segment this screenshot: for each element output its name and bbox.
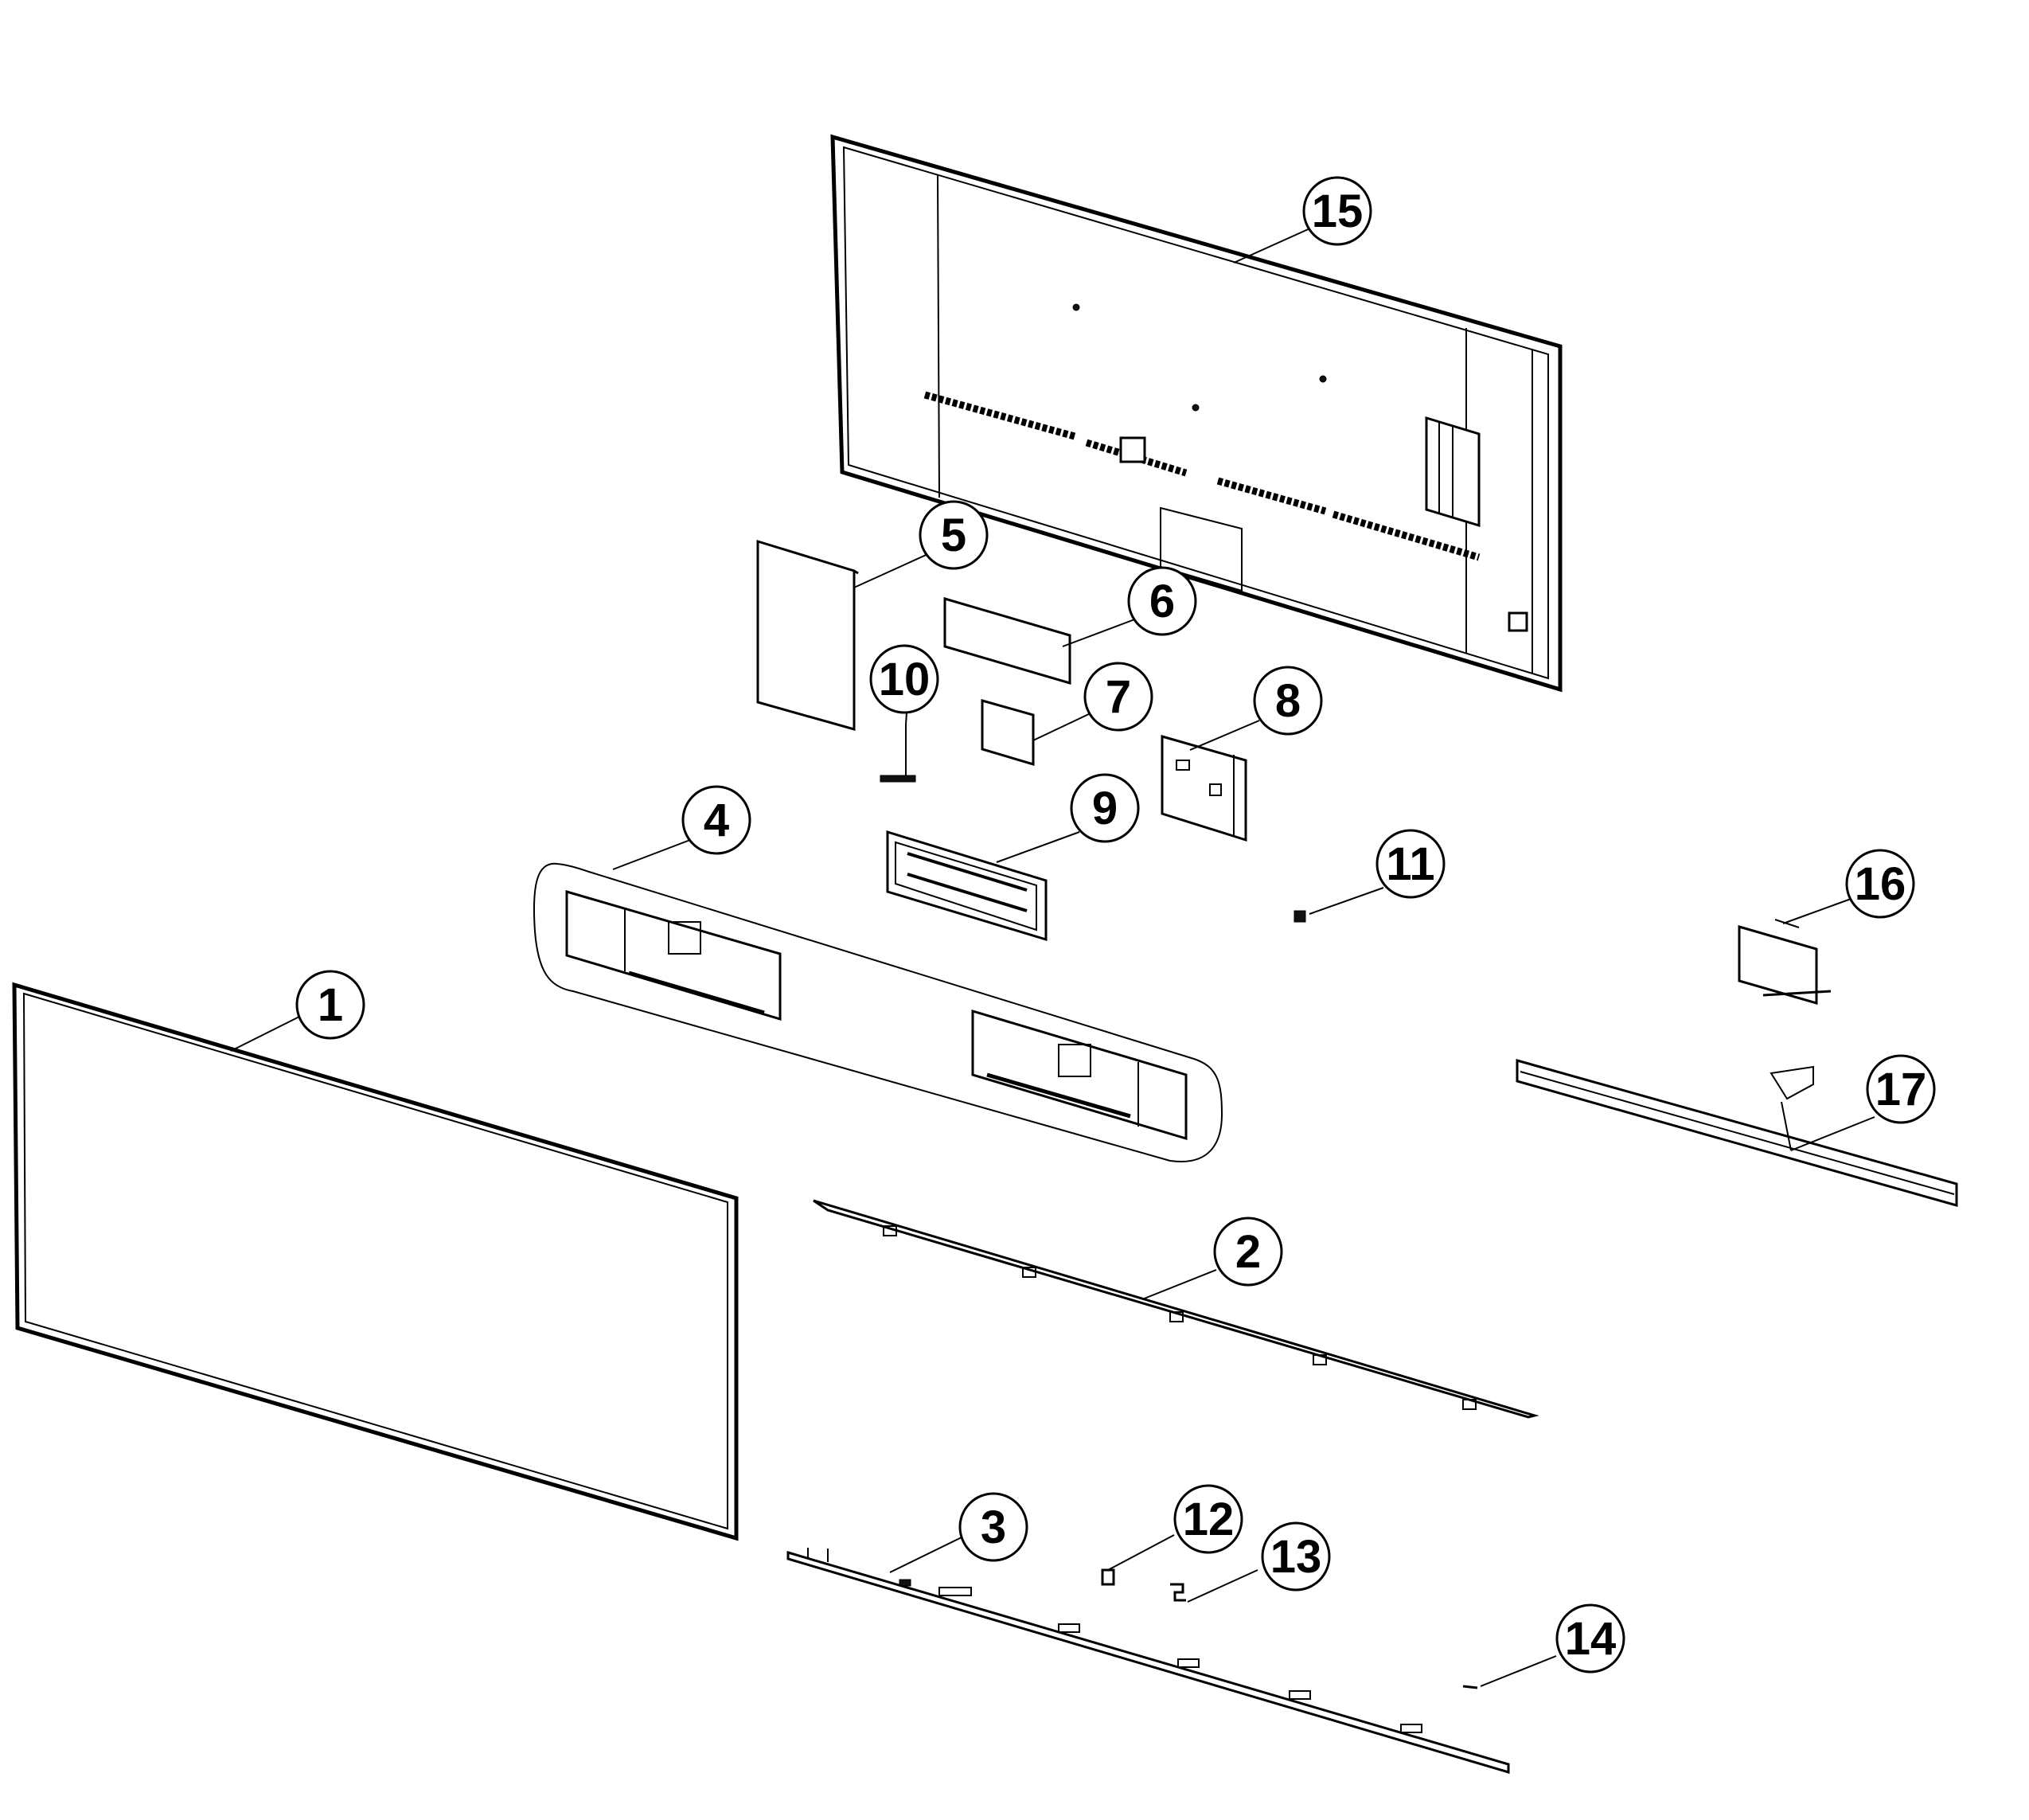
callout-11-label: 11: [1386, 838, 1434, 890]
callout-15: 15: [1302, 176, 1372, 246]
part-6-board: [943, 596, 1071, 685]
callout-16: 16: [1845, 849, 1915, 919]
callout-6-label: 6: [1149, 576, 1175, 627]
callout-10: 10: [869, 644, 939, 714]
callout-3-label: 3: [981, 1502, 1006, 1553]
callout-6: 6: [1127, 566, 1197, 636]
leader-lines: [230, 226, 1875, 1687]
part-3-bottom-trim: [786, 1548, 1510, 1775]
part-11-clip: [1293, 910, 1306, 923]
callout-7: 7: [1083, 662, 1153, 732]
part-13-clip: [1170, 1583, 1186, 1602]
callout-5-label: 5: [941, 510, 966, 561]
callout-1: 1: [295, 970, 365, 1040]
callout-4: 4: [681, 785, 751, 855]
part-2-bottom-bezel: [813, 1199, 1539, 1419]
callout-8-label: 8: [1275, 675, 1301, 727]
callout-14: 14: [1555, 1603, 1625, 1674]
callout-10-label: 10: [879, 654, 931, 705]
callout-11: 11: [1375, 829, 1446, 899]
callout-3: 3: [958, 1492, 1028, 1562]
part-8-main-board: [1161, 735, 1247, 842]
part-15-rear-cover: [830, 134, 1563, 693]
callout-2: 2: [1213, 1217, 1283, 1287]
callout-12-label: 12: [1183, 1494, 1235, 1545]
callout-16-label: 16: [1855, 858, 1906, 910]
callout-13: 13: [1261, 1521, 1331, 1592]
part-14-screw: [1462, 1685, 1478, 1689]
callout-17-label: 17: [1875, 1064, 1927, 1115]
callout-7-label: 7: [1106, 671, 1131, 723]
callout-5: 5: [919, 500, 989, 570]
callout-2-label: 2: [1235, 1226, 1261, 1278]
part-1-display-panel: [12, 982, 739, 1541]
callout-1-label: 1: [318, 979, 343, 1031]
part-12-clip: [1101, 1568, 1115, 1586]
callout-14-label: 14: [1565, 1613, 1617, 1665]
callout-12: 12: [1173, 1484, 1243, 1554]
part-7-board: [981, 699, 1035, 767]
callout-4-label: 4: [704, 795, 729, 846]
part-5-board: [756, 539, 859, 731]
part-10-small-board: [880, 724, 916, 783]
callout-9-label: 9: [1092, 783, 1118, 834]
part-16-stand-neck: [1738, 919, 1832, 1005]
part-9-bracket: [886, 830, 1048, 942]
part-4-bracket-set: [533, 862, 1223, 1163]
callout-8: 8: [1253, 666, 1323, 736]
callout-9: 9: [1070, 773, 1140, 843]
callout-15-label: 15: [1312, 186, 1364, 237]
callout-13-label: 13: [1270, 1531, 1322, 1583]
callout-17: 17: [1866, 1054, 1936, 1124]
